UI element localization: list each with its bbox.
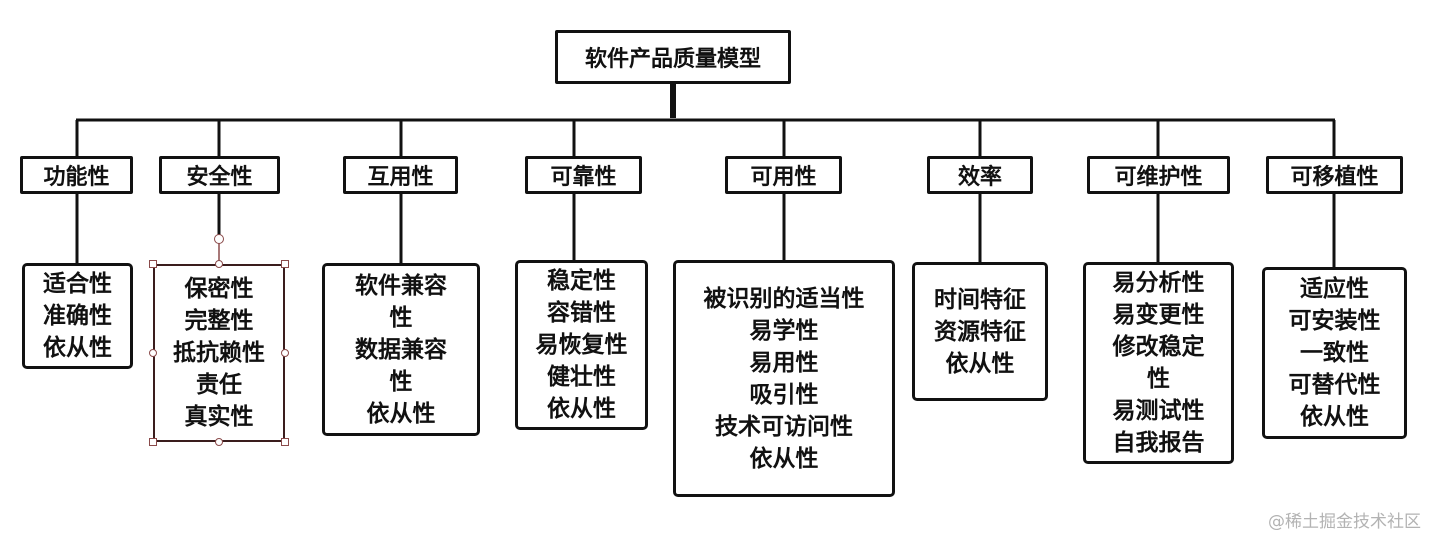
- leaf-item: 健壮性: [547, 364, 616, 390]
- leaf-interoperability[interactable]: 软件兼容 性 数据兼容 性 依从性: [322, 263, 480, 436]
- leaf-item: 完整性: [184, 308, 254, 334]
- leaf-items: 易分析性 易变更性 修改稳定 性 易测试性 自我报告: [1113, 267, 1205, 459]
- leaf-efficiency[interactable]: 时间特征 资源特征 依从性: [912, 262, 1048, 401]
- resize-handle-bottom[interactable]: [215, 438, 223, 446]
- leaf-items: 稳定性 容错性 易恢复性 健壮性 依从性: [536, 265, 628, 425]
- leaf-item: 可安装性: [1288, 308, 1381, 334]
- category-reliability[interactable]: 可靠性: [525, 156, 642, 194]
- resize-handle-bottom-left[interactable]: [149, 438, 157, 446]
- category-functionality[interactable]: 功能性: [20, 156, 133, 194]
- leaf-item: 依从性: [1300, 404, 1369, 430]
- leaf-portability[interactable]: 适应性 可安装性 一致性 可替代性 依从性: [1262, 267, 1407, 439]
- category-label: 功能性: [43, 165, 110, 190]
- leaf-item: 技术可访问性: [715, 413, 853, 440]
- leaf-item: 性: [389, 304, 413, 331]
- leaf-item: 容错性: [547, 300, 616, 326]
- category-portability[interactable]: 可移植性: [1266, 156, 1403, 194]
- category-label: 安全性: [186, 165, 253, 190]
- category-label: 互用性: [367, 165, 434, 190]
- leaf-item: 性: [389, 368, 413, 395]
- resize-handle-right[interactable]: [281, 349, 289, 357]
- leaf-drop-lines: [75, 193, 1336, 269]
- leaf-items: 软件兼容 性 数据兼容 性 依从性: [355, 270, 447, 430]
- watermark: @稀土掘金技术社区: [1268, 512, 1421, 532]
- leaf-reliability[interactable]: 稳定性 容错性 易恢复性 健壮性 依从性: [515, 260, 648, 430]
- leaf-item: 易学性: [749, 317, 819, 344]
- root-node[interactable]: 软件产品质量模型: [555, 30, 791, 84]
- leaf-item: 易变更性: [1112, 302, 1205, 328]
- leaf-item: 时间特征: [934, 286, 1026, 313]
- category-label: 可维护性: [1114, 165, 1203, 190]
- category-interoperability[interactable]: 互用性: [343, 156, 458, 194]
- leaf-item: 易测试性: [1112, 398, 1205, 424]
- leaf-item: 吸引性: [749, 381, 819, 408]
- rotate-handle[interactable]: [214, 234, 224, 244]
- leaf-maintainability[interactable]: 易分析性 易变更性 修改稳定 性 易测试性 自我报告: [1083, 262, 1234, 464]
- leaf-item: 适应性: [1300, 276, 1369, 302]
- leaf-item: 易恢复性: [535, 332, 628, 358]
- leaf-item: 保密性: [184, 276, 254, 302]
- leaf-item: 准确性: [43, 303, 112, 329]
- leaf-item: 依从性: [43, 335, 112, 361]
- leaf-item: 责任: [196, 372, 242, 398]
- root-label: 软件产品质量模型: [584, 47, 761, 72]
- leaf-items: 时间特征 资源特征 依从性: [934, 284, 1026, 380]
- leaf-item: 数据兼容: [355, 336, 447, 363]
- leaf-item: 软件兼容: [355, 272, 447, 299]
- leaf-functionality[interactable]: 适合性 准确性 依从性: [22, 263, 133, 369]
- leaf-item: 易分析性: [1112, 270, 1205, 296]
- category-label: 效率: [957, 165, 1002, 190]
- resize-handle-top-right[interactable]: [281, 260, 289, 268]
- leaf-item: 抵抗赖性: [173, 340, 265, 366]
- resize-handle-top-left[interactable]: [149, 260, 157, 268]
- category-efficiency[interactable]: 效率: [927, 156, 1033, 194]
- leaf-item: 性: [1147, 366, 1170, 392]
- category-label: 可靠性: [550, 165, 617, 190]
- leaf-item: 真实性: [184, 404, 254, 430]
- category-label: 可移植性: [1290, 165, 1379, 190]
- leaf-item: 易用性: [749, 349, 819, 376]
- category-maintainability[interactable]: 可维护性: [1087, 156, 1230, 194]
- leaf-items: 被识别的适当性 易学性 易用性 吸引性 技术可访问性 依从性: [704, 283, 865, 475]
- leaf-item: 依从性: [945, 350, 1015, 377]
- leaf-item: 被识别的适当性: [703, 285, 865, 312]
- leaf-item: 资源特征: [934, 318, 1026, 345]
- leaf-item: 适合性: [43, 271, 112, 297]
- category-label: 可用性: [750, 165, 817, 190]
- category-security[interactable]: 安全性: [159, 156, 280, 194]
- leaf-items: 适应性 可安装性 一致性 可替代性 依从性: [1289, 273, 1381, 433]
- resize-handle-bottom-right[interactable]: [281, 438, 289, 446]
- leaf-item: 自我报告: [1112, 430, 1205, 456]
- resize-handle-left[interactable]: [149, 349, 157, 357]
- leaf-items: 适合性 准确性 依从性: [43, 268, 112, 364]
- resize-handle-top[interactable]: [215, 260, 223, 268]
- leaf-security[interactable]: 保密性 完整性 抵抗赖性 责任 真实性: [153, 264, 285, 442]
- leaf-usability[interactable]: 被识别的适当性 易学性 易用性 吸引性 技术可访问性 依从性: [673, 260, 895, 497]
- leaf-item: 可替代性: [1288, 372, 1381, 398]
- category-drop-lines: [75, 120, 1336, 157]
- leaf-item: 修改稳定: [1112, 334, 1205, 360]
- leaf-item: 依从性: [749, 445, 819, 472]
- leaf-items: 保密性 完整性 抵抗赖性 责任 真实性: [173, 273, 265, 433]
- category-usability[interactable]: 可用性: [725, 156, 842, 194]
- leaf-item: 稳定性: [547, 268, 616, 294]
- leaf-item: 依从性: [547, 396, 616, 422]
- leaf-item: 依从性: [366, 400, 436, 427]
- leaf-item: 一致性: [1300, 340, 1369, 366]
